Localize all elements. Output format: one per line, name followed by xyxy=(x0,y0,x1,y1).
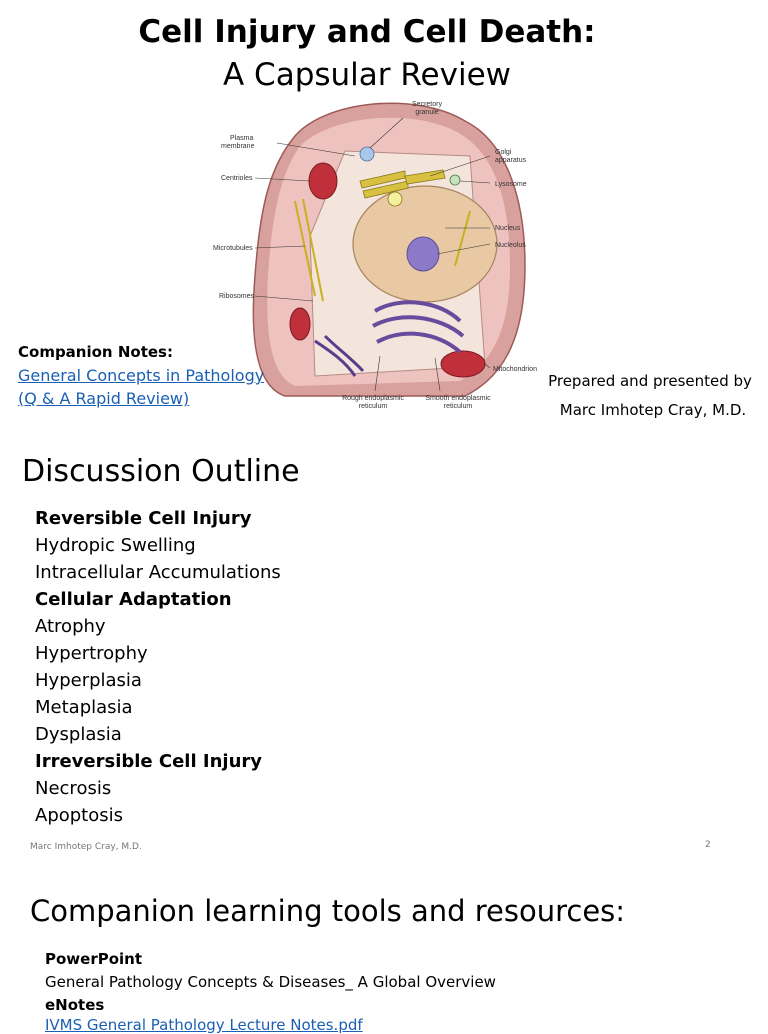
outline-item: Cellular Adaptation xyxy=(35,589,232,610)
outline-item: Hypertrophy xyxy=(35,643,148,664)
companion-notes-heading: Companion Notes: xyxy=(18,343,173,361)
slide-subtitle: A Capsular Review xyxy=(223,57,511,93)
secretory-granule-shape xyxy=(359,146,375,162)
resources-title: Companion learning tools and resources: xyxy=(30,894,626,928)
companion-link-general-concepts[interactable]: General Concepts in Pathology xyxy=(18,366,265,385)
outline-item: Intracellular Accumulations xyxy=(35,562,281,583)
mitochondrion-shape xyxy=(308,162,338,200)
enotes-link[interactable]: IVMS General Pathology Lecture Notes.pdf xyxy=(45,1016,363,1034)
outline-item: Dysplasia xyxy=(35,724,122,745)
powerpoint-item: General Pathology Concepts & Diseases_ A… xyxy=(45,973,496,991)
rough-er-shape xyxy=(372,300,465,354)
label-nucleus: Nucleus xyxy=(495,225,521,232)
outline-title: Discussion Outline xyxy=(22,454,300,489)
label-centrioles: Centrioles xyxy=(221,175,253,182)
companion-link-qa-review[interactable]: (Q & A Rapid Review) xyxy=(18,389,190,408)
presenter-name: Marc Imhotep Cray, M.D. xyxy=(559,401,747,419)
presenter-line: Prepared and presented by xyxy=(548,372,752,390)
nucleolus-shape xyxy=(406,236,440,272)
slide-footer: Marc Imhotep Cray, M.D. xyxy=(30,842,142,852)
outline-item: Necrosis xyxy=(35,778,112,799)
outline-item: Atrophy xyxy=(35,616,106,637)
outline-item: Metaplasia xyxy=(35,697,133,718)
lysosome-shape xyxy=(449,174,461,186)
golgi-shape xyxy=(359,169,446,199)
microtubules-shape xyxy=(294,198,471,302)
outline-list: Reversible Cell Injury Hydropic Swelling… xyxy=(35,505,281,829)
outline-item: Hydropic Swelling xyxy=(35,535,196,556)
label-ribosomes: Ribosomes xyxy=(219,293,255,300)
enotes-heading: eNotes xyxy=(45,996,105,1014)
label-microtubules: Microtubules xyxy=(213,245,253,252)
label-lysosome: Lysosome xyxy=(495,181,527,188)
smooth-er-shape xyxy=(314,334,365,377)
page-number: 2 xyxy=(705,840,711,850)
outline-item: Reversible Cell Injury xyxy=(35,508,252,529)
powerpoint-heading: PowerPoint xyxy=(45,950,143,968)
outline-item: Irreversible Cell Injury xyxy=(35,751,263,772)
label-mitochondrion: Mitochondrion xyxy=(493,366,537,373)
outline-item: Hyperplasia xyxy=(35,670,142,691)
outline-item: Apoptosis xyxy=(35,805,124,826)
slide-title: Cell Injury and Cell Death: xyxy=(138,14,596,50)
label-nucleolus: Nucleolus xyxy=(495,242,526,249)
